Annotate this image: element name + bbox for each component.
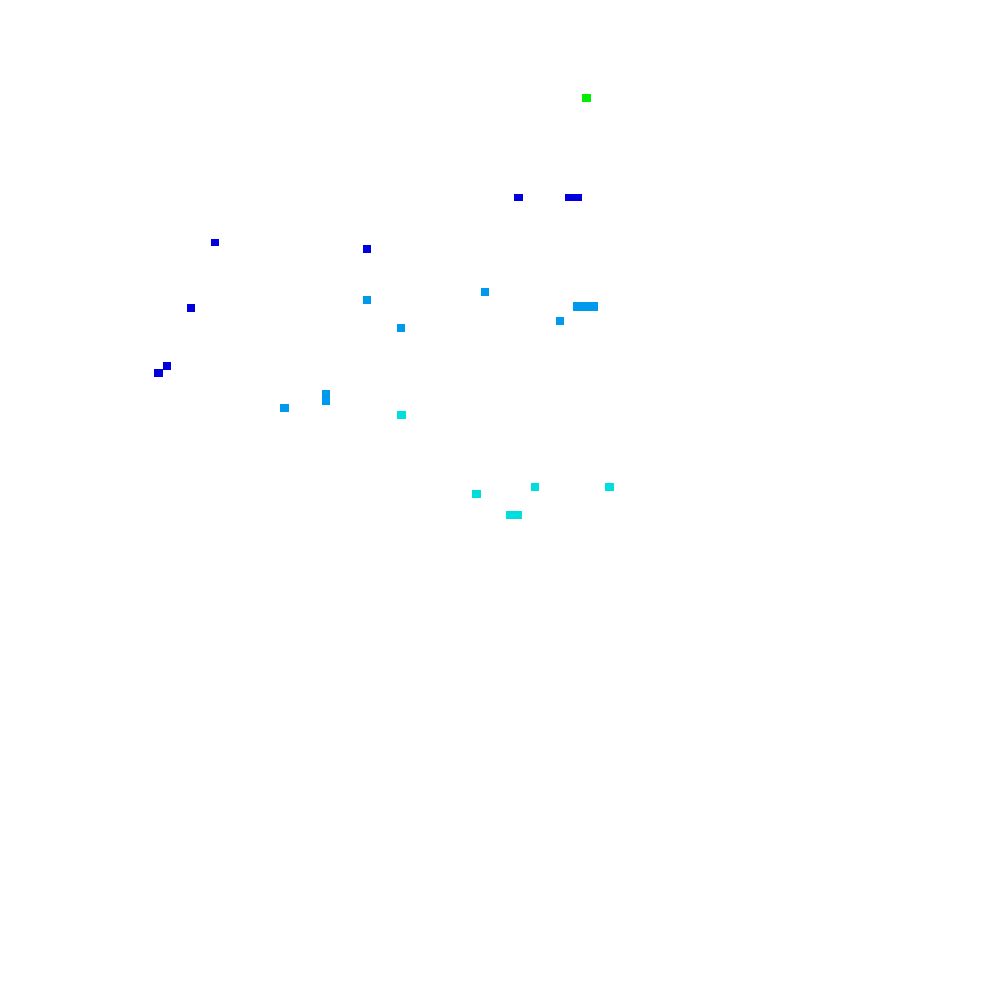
medium-blue-pixel-12	[556, 317, 564, 325]
dark-blue-pixel-6	[187, 304, 195, 312]
medium-blue-pixel-9	[481, 288, 489, 296]
cyan-pixel-16	[397, 411, 406, 419]
dark-blue-pixel-5	[363, 245, 371, 253]
dark-blue-pixel-4	[211, 239, 219, 246]
cyan-pixel-19	[472, 490, 481, 498]
medium-blue-pixel-15	[280, 404, 289, 412]
medium-blue-pixel-10	[363, 296, 371, 304]
cyan-pixel-17	[531, 483, 539, 491]
dark-blue-pixel-7	[163, 362, 171, 370]
medium-blue-pixel-11	[573, 302, 598, 311]
cyan-pixel-18	[605, 483, 614, 491]
dark-blue-pixel-2	[514, 194, 523, 201]
dark-blue-pixel-8	[154, 369, 163, 377]
medium-blue-pixel-14	[322, 390, 330, 405]
green-pixel-1	[582, 94, 591, 102]
medium-blue-pixel-13	[397, 324, 405, 332]
cyan-pixel-20	[506, 511, 522, 519]
dark-blue-pixel-3	[565, 194, 582, 201]
